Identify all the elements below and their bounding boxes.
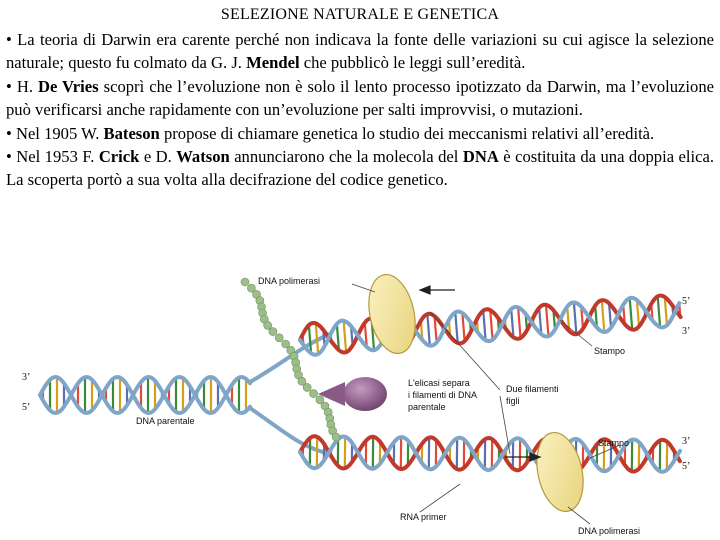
helicase-enzyme (318, 377, 387, 411)
lagging-strand-nucleotides (240, 277, 341, 442)
base-pair-rung (594, 305, 599, 328)
dna-polymerase-bottom-shape (536, 432, 584, 512)
label-end-5-top: 5’ (682, 296, 690, 307)
nucleotide-bead (263, 321, 272, 330)
bullet-crick-watson: • Nel 1953 F. Crick e D. Watson annuncia… (6, 145, 714, 192)
label-parental-dna: DNA parentale (136, 416, 195, 426)
nucleotide-bead (268, 327, 278, 336)
base-pair-rung (572, 302, 578, 335)
nucleotide-bead (302, 383, 312, 392)
base-pair-rung (433, 316, 438, 343)
nucleotide-bead (297, 376, 307, 386)
base-pair-rung (342, 320, 348, 353)
dna-replication-diagram: DNA polimerasi Stampo L'elicasi separa i… (22, 274, 690, 536)
base-pair-rung (538, 307, 543, 335)
bullet-text: Nel 1953 F. (11, 147, 99, 167)
base-pair-rung (314, 323, 320, 355)
label-leader-lines (351, 283, 621, 525)
base-pair-rung (580, 306, 585, 329)
label-end-5-left: 5’ (22, 402, 30, 413)
base-pair-rung (607, 303, 613, 328)
label-helicase-line1: L'elicasi separa (408, 378, 470, 388)
dna-strand (298, 293, 683, 355)
page-title: SELEZIONE NATURALE E GENETICA (220, 6, 500, 23)
nucleotide-bead (281, 339, 290, 349)
bullet-text: propose di chiamare genetica lo studio d… (159, 123, 655, 143)
dna-strand (38, 374, 252, 416)
bullet-symbol: • (6, 123, 12, 143)
nucleotide-bead (247, 283, 256, 293)
label-end-3-bottom: 3’ (682, 436, 690, 447)
base-pair-rung (635, 300, 641, 327)
dna-strand (298, 295, 682, 357)
label-end-3-top: 3’ (682, 326, 690, 337)
bold-term-dna: DNA (462, 147, 499, 167)
base-pair-rung (517, 307, 522, 339)
nucleotide-bead (315, 395, 325, 405)
base-pair-rung (544, 304, 550, 337)
bullet-text: annunciarono che la molecola del (229, 147, 463, 167)
bullet-symbol: • (6, 30, 12, 49)
label-dna-polymerase-top: DNA polimerasi (258, 276, 320, 286)
base-pair-rung (628, 298, 634, 330)
dna-polymerase-top-shape (368, 274, 416, 354)
bullet-de-vries: • H. De Vries scoprì che l’evoluzione no… (6, 75, 714, 122)
label-helicase-line3: parentale (408, 402, 446, 412)
polymerase-direction-arrow-top (418, 285, 455, 295)
bold-name-watson: Watson (176, 147, 230, 167)
bullet-text: Nel 1905 W. (11, 123, 104, 143)
label-stampo-top: Stampo (594, 346, 625, 356)
base-pair-rung (426, 314, 431, 346)
bold-name-mendel: Mendel (246, 53, 300, 73)
bullet-symbol: • (6, 147, 12, 167)
label-stampo-bottom: Stampo (598, 438, 629, 448)
base-pair-rung (363, 322, 368, 348)
label-daughter-line1: Due filamenti (506, 384, 559, 394)
bullet-mendel: • La teoria di Darwin era carente perché… (6, 28, 714, 75)
label-helicase-line2: i filamenti di DNA (408, 390, 477, 400)
base-pair-rung (454, 312, 459, 344)
label-dna-polymerase-bottom: DNA polimerasi (578, 526, 640, 536)
bullet-bateson: • Nel 1905 W. Bateson propose di chiamar… (6, 122, 714, 145)
base-pair-rung (600, 300, 606, 333)
nucleotide-bead (274, 333, 284, 343)
base-pair-rung (489, 309, 494, 340)
dna-strand (298, 434, 683, 474)
fork-strand-bottom (248, 406, 331, 456)
nucleotide-bead (240, 277, 250, 287)
bullet-list: • La teoria di Darwin era carente perché… (6, 28, 714, 192)
parental-dna-helix (38, 332, 331, 456)
base-pair-rung (656, 296, 662, 328)
nucleotide-bead (309, 389, 318, 398)
bullet-text: La teoria di Darwin era carente perché n… (6, 30, 714, 73)
bullet-text: che pubblicò le leggi sull’eredità. (299, 53, 526, 73)
bold-name-crick: Crick (98, 147, 140, 167)
bullet-text: e D. (139, 147, 177, 167)
bullet-text: H. (11, 76, 38, 96)
label-rna-primer: RNA primer (400, 512, 447, 522)
base-pair-rung (663, 296, 669, 326)
bold-name-bateson: Bateson (103, 123, 160, 143)
nucleotide-bead (331, 432, 341, 442)
polymerase-direction-arrow-bottom (505, 452, 542, 462)
bullet-text: è costituita da una doppia elica. La sco… (6, 147, 714, 190)
label-daughter-line2: figli (506, 396, 520, 406)
dna-strand (38, 374, 252, 416)
label-end-5-bottom: 5’ (682, 461, 690, 472)
base-pair-rung (335, 323, 341, 351)
bullet-symbol: • (6, 76, 12, 96)
dna-strand (298, 434, 682, 474)
bold-name-de-vries: De Vries (37, 76, 99, 96)
base-pair-rung (510, 309, 515, 338)
base-pair-rung (461, 312, 466, 342)
bullet-text: scoprì che l’evoluzione non è solo il le… (6, 76, 714, 120)
base-pair-rung (482, 310, 487, 341)
label-end-3-left: 3’ (22, 372, 30, 383)
base-pair-rung (307, 325, 313, 354)
top-daughter-helix (298, 293, 683, 357)
